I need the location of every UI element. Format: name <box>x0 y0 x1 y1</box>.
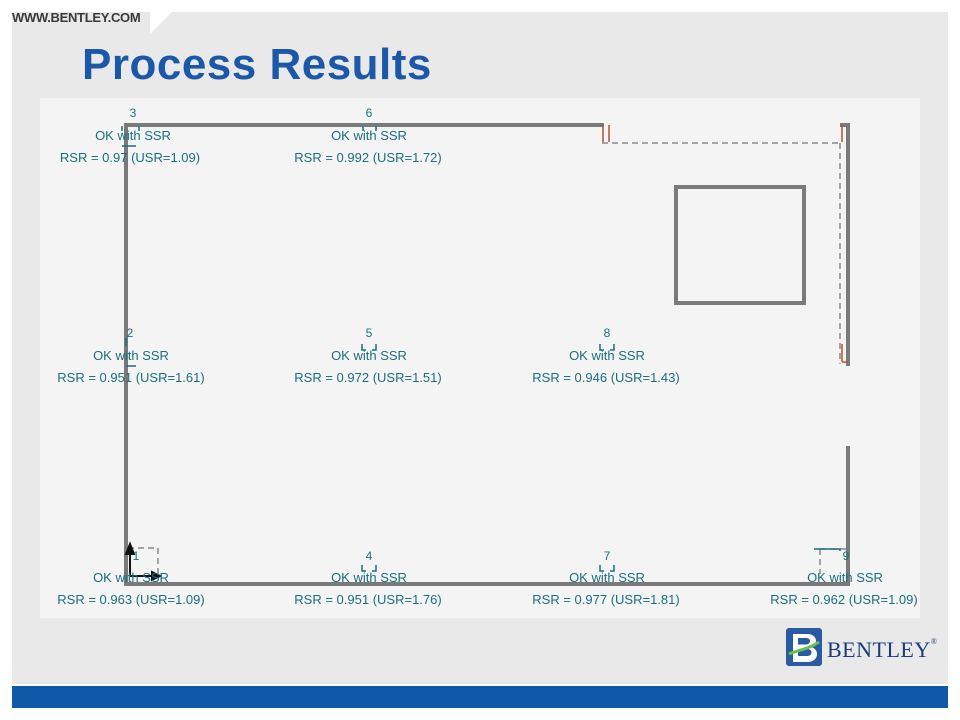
node-bracket <box>599 565 615 572</box>
node-rsr-9: RSR = 0.962 (USR=1.09) <box>770 592 918 607</box>
node-bracket <box>361 344 377 351</box>
node-status-8: OK with SSR <box>569 348 645 363</box>
site-url: WWW.BENTLEY.COM <box>12 10 141 25</box>
url-wedge <box>150 12 172 34</box>
node-number-8: 8 <box>603 326 611 340</box>
node-status-6: OK with SSR <box>331 128 407 143</box>
bentley-logo: BENTLEY® <box>785 624 937 670</box>
node-status-7: OK with SSR <box>569 570 645 585</box>
node-number-9: 9 <box>842 549 850 563</box>
node-rsr-8: RSR = 0.946 (USR=1.43) <box>532 370 680 385</box>
node-bracket <box>599 344 615 351</box>
node-number-2: 2 <box>126 326 134 340</box>
node-number-1: 1 <box>132 549 140 563</box>
slide-title: Process Results <box>82 40 432 89</box>
structural-plan: 3 OK with SSR RSR = 0.97 (USR=1.09) 6 OK… <box>40 98 920 618</box>
node-rsr-4: RSR = 0.951 (USR=1.76) <box>294 592 442 607</box>
bentley-wordmark: BENTLEY® <box>827 637 938 662</box>
node-rsr-5: RSR = 0.972 (USR=1.51) <box>294 370 442 385</box>
plan-drawing <box>121 123 850 586</box>
node-bracket <box>125 338 136 367</box>
opening-box <box>674 185 806 305</box>
node-status-2: OK with SSR <box>93 348 169 363</box>
node-status-9: OK with SSR <box>807 570 883 585</box>
axis-x-arrow <box>151 570 163 582</box>
node-rsr-3: RSR = 0.97 (USR=1.09) <box>59 150 201 165</box>
node-status-3: OK with SSR <box>95 128 171 143</box>
node-status-4: OK with SSR <box>331 570 407 585</box>
axis-y-arrow <box>124 541 136 555</box>
node-rsr-2: RSR = 0.951 (USR=1.61) <box>57 370 205 385</box>
node-bracket <box>121 126 140 147</box>
node-number-3: 3 <box>129 106 137 120</box>
node-number-7: 7 <box>603 549 611 563</box>
node-rsr-1: RSR = 0.963 (USR=1.09) <box>57 592 205 607</box>
node-bracket <box>362 126 377 131</box>
node-number-4: 4 <box>365 549 373 563</box>
bentley-b-icon <box>786 628 822 666</box>
node-status-5: OK with SSR <box>331 348 407 363</box>
node-bracket <box>814 548 841 551</box>
node-rsr-6: RSR = 0.992 (USR=1.72) <box>294 150 442 165</box>
node-status-1: OK with SSR <box>93 570 169 585</box>
node-number-6: 6 <box>365 106 373 120</box>
node-number-5: 5 <box>365 326 373 340</box>
node-bracket <box>361 565 377 572</box>
node-rsr-7: RSR = 0.977 (USR=1.81) <box>532 592 680 607</box>
footer-band <box>12 686 948 708</box>
